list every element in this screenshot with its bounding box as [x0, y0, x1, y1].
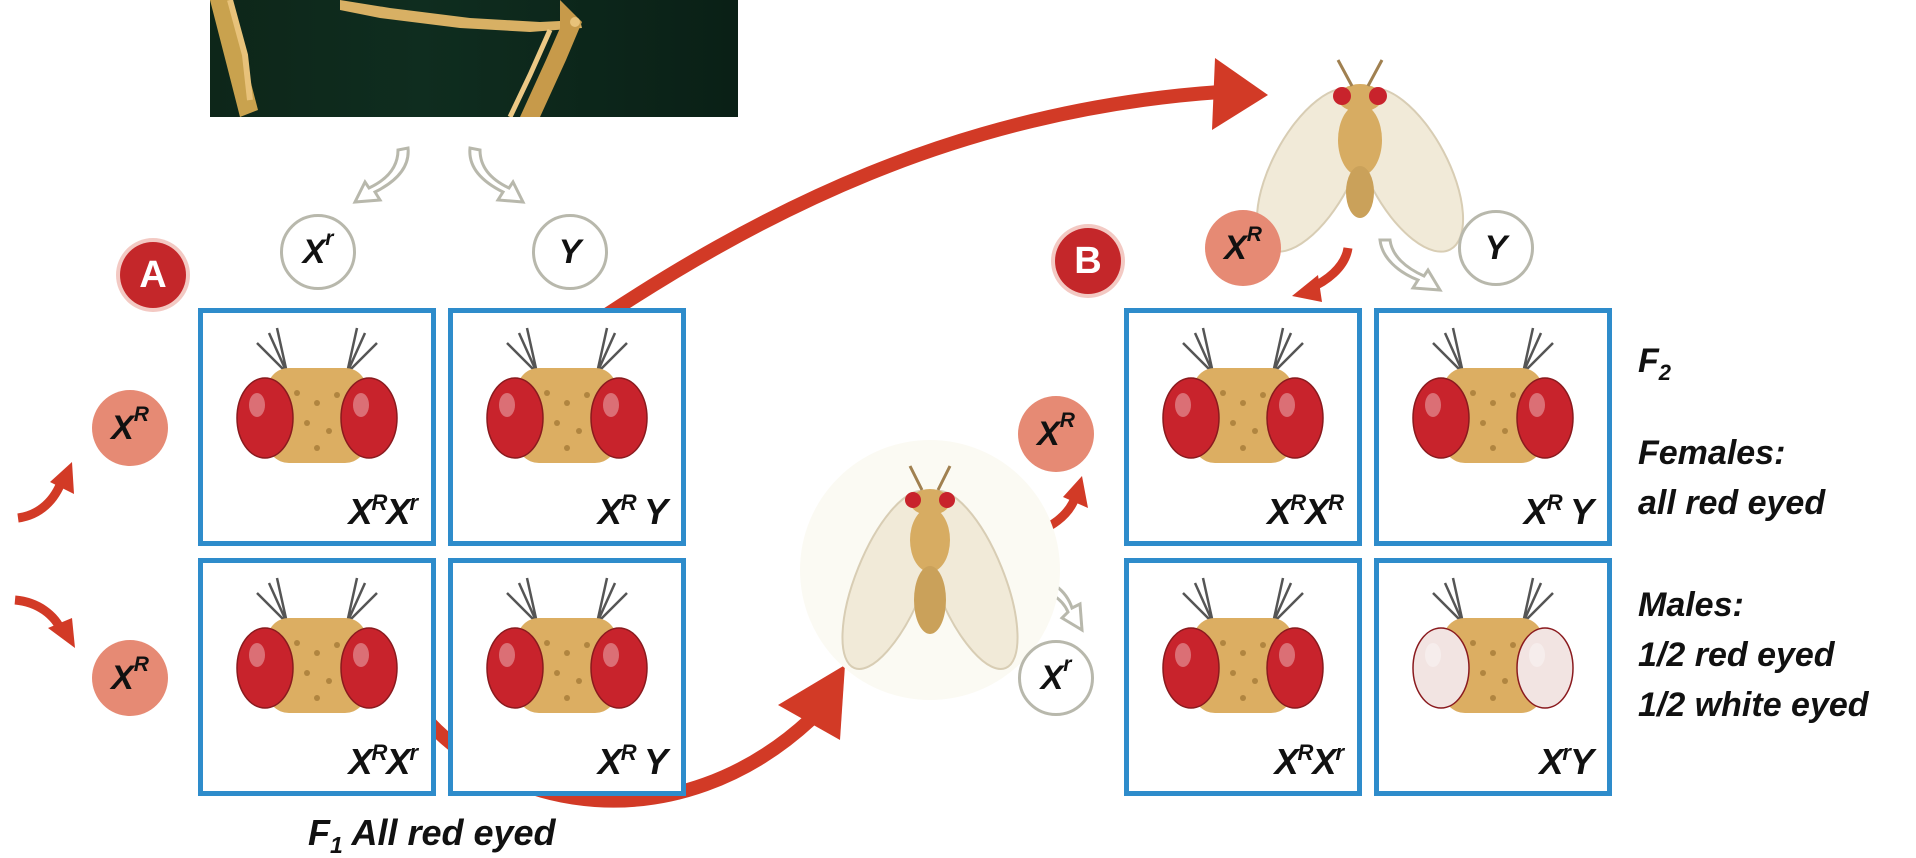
punnett-cell: XRXr: [198, 308, 436, 546]
genotype-label: XRXR: [1267, 491, 1343, 533]
genotype-part: r: [1335, 740, 1343, 765]
genotype-part: R: [372, 490, 387, 515]
genotype-part: X: [386, 741, 409, 782]
genotype-part: X: [386, 491, 409, 532]
genotype-part: R: [372, 740, 387, 765]
females-heading: Females:: [1638, 428, 1825, 478]
genotype-part: r: [409, 740, 417, 765]
f2-label: F2: [1638, 336, 1671, 390]
punnett-cell: XrY: [1374, 558, 1612, 796]
punnett-cell: XR Y: [448, 308, 686, 546]
badge-b: B: [1055, 228, 1121, 294]
genotype-part: R: [1328, 490, 1343, 515]
genotype-part: r: [409, 490, 417, 515]
genotype-label: XR Y: [598, 491, 667, 533]
fly-head-icon: [217, 323, 417, 473]
punnett-cell: XR Y: [448, 558, 686, 796]
outline-arrow-icon: [470, 148, 523, 202]
genotype-label: XrY: [1539, 741, 1593, 783]
outline-arrow-icon: [355, 148, 408, 202]
females-result: Females: all red eyed: [1638, 428, 1825, 528]
punnett-cell: XRXr: [1124, 558, 1362, 796]
males-line-2: 1/2 white eyed: [1638, 680, 1869, 730]
red-arrow-icon: [1292, 275, 1322, 302]
genotype-label: XRXr: [349, 741, 417, 783]
genotype-part: X: [1539, 741, 1562, 782]
punnett-cell: XR Y: [1374, 308, 1612, 546]
fly-head-icon: [467, 323, 667, 473]
males-result: Males: 1/2 red eyed 1/2 white eyed: [1638, 580, 1869, 730]
genotype-part: X: [1275, 741, 1298, 782]
genotype-part: X: [349, 741, 372, 782]
genotype-part: R: [1547, 490, 1562, 515]
genotype-part: Y: [1570, 741, 1593, 782]
curved-arrow-icon-to-male-fly: [575, 58, 1268, 336]
badge-a: A: [120, 242, 186, 308]
gamete-circle-b-top-2: Y: [1458, 210, 1534, 286]
genotype-part: r: [1562, 740, 1570, 765]
gamete-circle-top-2: Y: [532, 214, 608, 290]
red-arrow-icon: [18, 480, 62, 518]
genotype-part: Y: [636, 741, 667, 782]
genotype-part: X: [1267, 491, 1290, 532]
fly-head-icon: [1393, 323, 1593, 473]
genotype-part: X: [349, 491, 372, 532]
genotype-part: R: [1290, 490, 1305, 515]
genotype-label: XR Y: [598, 741, 667, 783]
f1-caption: F1 All red eyed: [308, 812, 556, 854]
genotype-part: R: [621, 740, 636, 765]
genotype-part: R: [1298, 740, 1313, 765]
genotype-part: R: [621, 490, 636, 515]
males-heading: Males:: [1638, 580, 1869, 630]
genotype-part: Y: [1562, 491, 1593, 532]
genotype-label: XRXr: [349, 491, 417, 533]
fly-head-icon: [1393, 573, 1593, 723]
fly-head-icon: [467, 573, 667, 723]
genotype-part: X: [1524, 491, 1547, 532]
genotype-part: X: [1305, 491, 1328, 532]
females-text: all red eyed: [1638, 478, 1825, 528]
genotype-part: Y: [636, 491, 667, 532]
fly-head-icon: [1143, 573, 1343, 723]
genotype-part: X: [598, 741, 621, 782]
fly-head-icon: [217, 573, 417, 723]
males-line-1: 1/2 red eyed: [1638, 630, 1869, 680]
genotype-part: X: [598, 491, 621, 532]
fly-head-icon: [1143, 323, 1343, 473]
punnett-cell: XRXR: [1124, 308, 1362, 546]
genotype-label: XR Y: [1524, 491, 1593, 533]
genotype-label: XRXr: [1275, 741, 1343, 783]
genotype-part: X: [1312, 741, 1335, 782]
punnett-cell: XRXr: [198, 558, 436, 796]
